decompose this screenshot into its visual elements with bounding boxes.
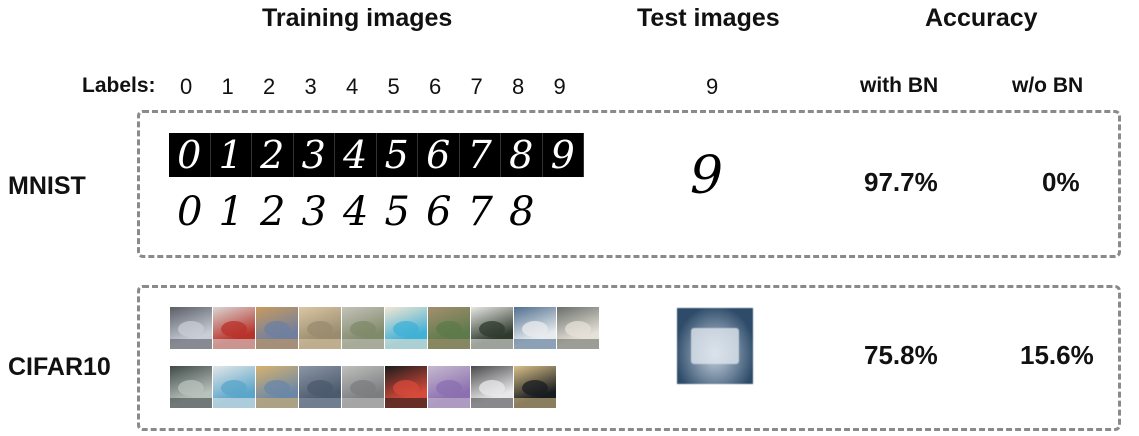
label-0: 0 [180,74,193,99]
mnist-test-digit: 9 [690,146,724,206]
cifar10-train-image-1 [213,307,255,349]
cifar10-test-shape [691,328,739,364]
mnist-train-digit-1: 1 [211,133,252,177]
cifar10-train-image-3 [299,366,341,408]
training-images-header: Training images [262,4,453,32]
mnist-train-digit-0: 0 [169,133,211,177]
cifar10-train-row-2 [170,366,556,408]
mnist-train-digit-2: 2 [260,189,286,235]
cifar10-test-image [677,308,753,384]
with-bn-column-label: with BN [860,74,939,97]
test-images-header: Test images [637,4,780,32]
cifar10-accuracy-with-bn: 75.8% [864,340,938,370]
mnist-train-digit-7: 7 [467,189,493,235]
cifar10-train-image-2 [256,307,298,349]
label-1: 1 [221,74,234,99]
mnist-train-digit-7: 7 [460,133,501,177]
mnist-train-digit-2: 2 [252,133,294,177]
label-5: 5 [387,74,400,99]
cifar10-panel [137,285,1121,431]
mnist-train-digit-6: 6 [426,189,452,235]
mnist-panel [137,110,1121,258]
mnist-train-digit-4: 4 [335,133,377,177]
labels-caption: Labels: [82,74,156,97]
mnist-train-digit-5: 5 [384,189,410,235]
cifar10-train-image-0 [170,366,212,408]
cifar10-train-image-8 [514,366,556,408]
mnist-train-digit-9: 9 [543,133,584,177]
mnist-accuracy-without-bn: 0% [1042,167,1080,197]
cifar10-train-image-2 [256,366,298,408]
label-3: 3 [304,74,317,99]
cifar10-train-image-1 [213,366,255,408]
label-6: 6 [429,74,442,99]
mnist-train-digit-3: 3 [301,189,327,235]
cifar10-train-image-7 [471,366,513,408]
label-9: 9 [553,74,566,99]
mnist-train-digit-0: 0 [177,189,203,235]
label-7: 7 [470,74,483,99]
without-bn-column-label: w/o BN [1012,74,1084,97]
test-label: 9 [706,74,719,99]
cifar10-train-row-1 [170,307,599,349]
accuracy-header: Accuracy [925,4,1038,32]
mnist-accuracy-with-bn: 97.7% [864,167,938,197]
label-4: 4 [346,74,359,99]
cifar10-train-image-3 [299,307,341,349]
mnist-row-title: MNIST [8,172,86,200]
mnist-train-digit-3: 3 [294,133,335,177]
cifar10-train-image-5 [385,366,427,408]
cifar10-train-image-9 [557,307,599,349]
label-2: 2 [263,74,276,99]
cifar10-train-image-6 [428,307,470,349]
label-list: 0 1 2 3 4 5 6 7 8 9 [180,74,600,104]
mnist-train-digit-4: 4 [343,189,369,235]
cifar10-train-image-0 [170,307,212,349]
cifar10-row-title: CIFAR10 [8,353,111,381]
cifar10-accuracy-without-bn: 15.6% [1020,340,1094,370]
mnist-train-digit-5: 5 [377,133,418,177]
cifar10-train-image-6 [428,366,470,408]
cifar10-train-image-4 [342,366,384,408]
mnist-train-digit-8: 8 [501,133,543,177]
cifar10-train-image-7 [471,307,513,349]
mnist-train-digit-8: 8 [509,189,535,235]
cifar10-train-image-5 [385,307,427,349]
cifar10-train-image-8 [514,307,556,349]
mnist-train-digit-1: 1 [218,189,244,235]
label-8: 8 [512,74,525,99]
cifar10-train-image-4 [342,307,384,349]
mnist-train-digit-6: 6 [418,133,460,177]
